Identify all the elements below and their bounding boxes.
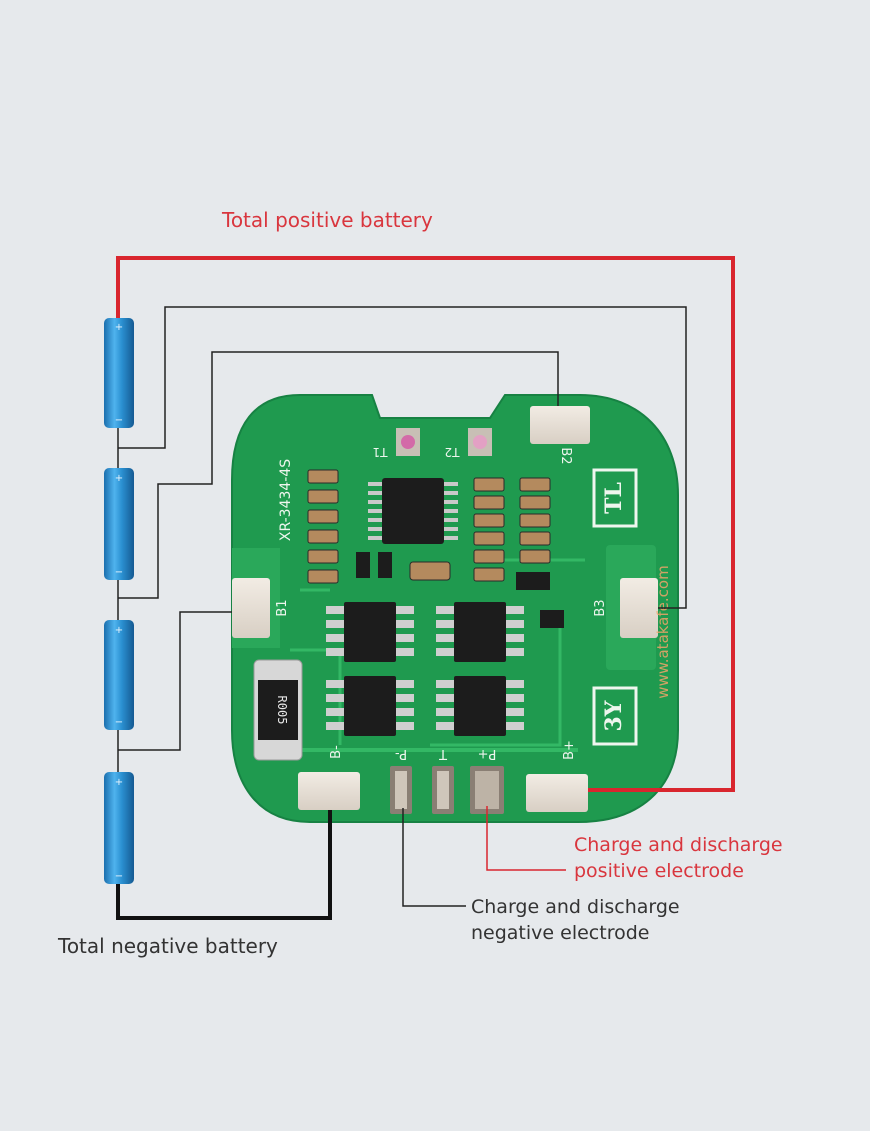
pad-b2 bbox=[530, 406, 590, 444]
pad-p-minus bbox=[390, 766, 412, 814]
logo-3y: 3Y bbox=[592, 686, 638, 746]
sense-resistor: R005 bbox=[253, 659, 303, 761]
pad-pplus-label: P+ bbox=[478, 746, 497, 761]
svg-text:−: − bbox=[115, 567, 123, 578]
battery-cell-4: + − bbox=[104, 772, 134, 884]
t1-label: T1 bbox=[373, 445, 389, 459]
logo-tl: TL bbox=[592, 468, 638, 528]
svg-text:−: − bbox=[115, 415, 123, 426]
mosfets bbox=[326, 602, 524, 736]
pad-bplus-label: B+ bbox=[562, 740, 577, 760]
svg-text:+: + bbox=[115, 322, 123, 333]
svg-text:−: − bbox=[115, 871, 123, 882]
svg-text:−: − bbox=[115, 717, 123, 728]
callout-line-positive bbox=[486, 806, 566, 871]
small-transistors bbox=[356, 552, 564, 628]
watermark: www.atakafe.com bbox=[654, 565, 672, 698]
balance-wire-b1 bbox=[118, 611, 232, 751]
logo-tl-text: TL bbox=[601, 482, 627, 514]
pad-t bbox=[432, 766, 454, 814]
negative-wire bbox=[116, 810, 332, 920]
pad-bminus-label: B- bbox=[329, 745, 344, 759]
pad-b2-label: B2 bbox=[558, 447, 573, 464]
protection-ic bbox=[368, 478, 458, 544]
battery-cell-1: + − bbox=[104, 318, 134, 428]
pad-pminus-label: P- bbox=[395, 746, 408, 761]
svg-text:+: + bbox=[115, 777, 123, 788]
balance-wire-b2 bbox=[118, 351, 559, 599]
battery-cell-2: + − bbox=[104, 468, 134, 580]
svg-text:+: + bbox=[115, 625, 123, 636]
t2-label: T2 bbox=[445, 445, 461, 459]
pad-b3-label: B3 bbox=[593, 599, 608, 616]
board-model-label: XR-3434-4S bbox=[278, 459, 294, 541]
pad-t-label: T bbox=[439, 746, 448, 761]
svg-text:+: + bbox=[115, 473, 123, 484]
balance-wire-b3 bbox=[118, 306, 687, 609]
positive-electrode-label-line1: Charge and discharge bbox=[574, 834, 783, 856]
pad-b1 bbox=[232, 578, 270, 638]
total-negative-label: Total negative battery bbox=[58, 934, 278, 958]
pad-b3 bbox=[620, 578, 658, 638]
negative-electrode-label-line2: negative electrode bbox=[471, 922, 650, 944]
test-point-t1 bbox=[396, 428, 420, 456]
pad-b-plus bbox=[526, 774, 588, 812]
resistor-label: R005 bbox=[275, 696, 289, 725]
negative-electrode-label-line1: Charge and discharge bbox=[471, 896, 680, 918]
pad-p-plus bbox=[470, 766, 504, 814]
positive-electrode-label-line2: positive electrode bbox=[574, 860, 744, 882]
smd-components-right bbox=[409, 477, 551, 582]
smd-components-left bbox=[307, 469, 339, 584]
total-positive-label: Total positive battery bbox=[222, 208, 433, 232]
callout-line-negative bbox=[402, 808, 466, 907]
positive-wire bbox=[116, 256, 735, 792]
pad-b-minus bbox=[298, 772, 360, 810]
test-point-t2 bbox=[468, 428, 492, 456]
logo-3y-text: 3Y bbox=[601, 700, 627, 731]
pad-b1-label: B1 bbox=[275, 599, 290, 616]
battery-cell-3: + − bbox=[104, 620, 134, 730]
